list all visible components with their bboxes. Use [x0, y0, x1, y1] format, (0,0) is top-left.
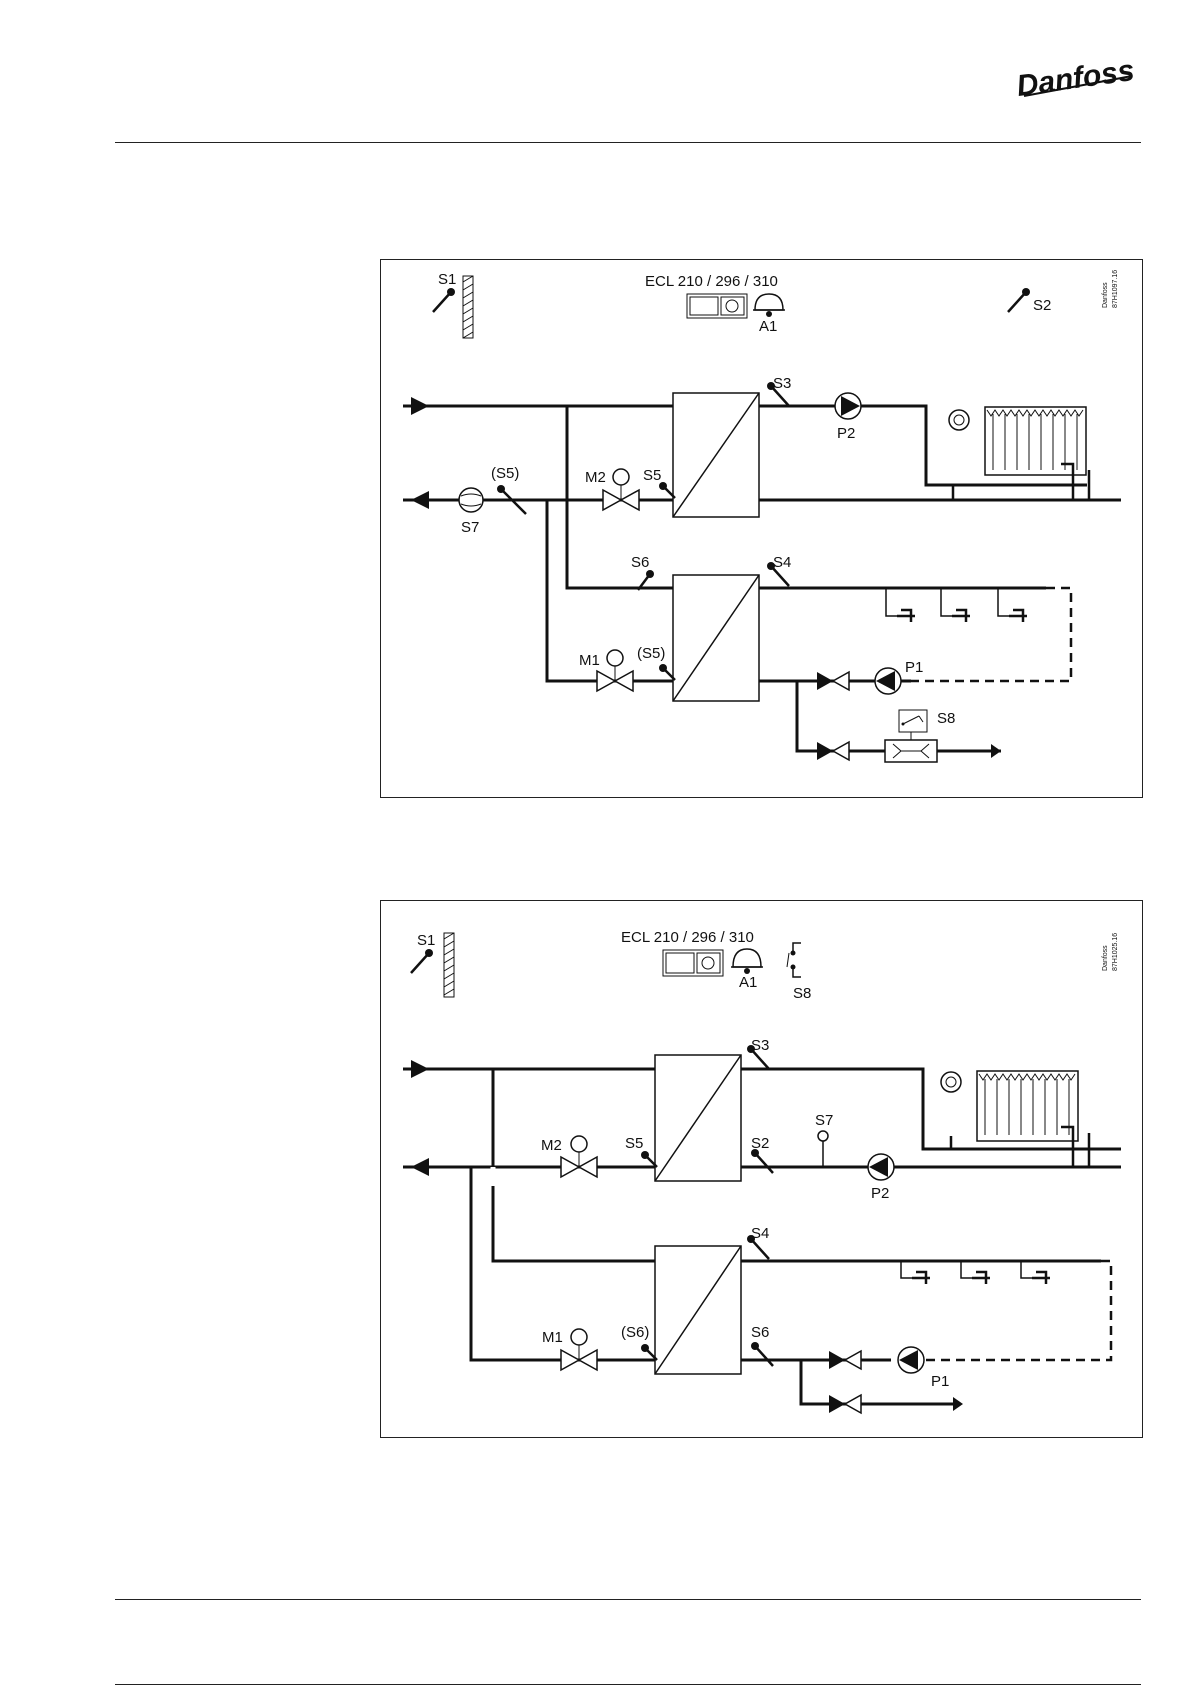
label-s8: S8 [793, 985, 811, 1002]
label-s6-paren: (S6) [621, 1324, 649, 1341]
label-s7: S7 [461, 519, 479, 536]
diagram-1-canvas: Danfoss 87H1097.16 S1 ECL 210 / 296 / 31… [381, 260, 1142, 797]
tap-icon [912, 1272, 930, 1284]
label-a1: A1 [759, 318, 777, 335]
motor-valve-m1 [561, 1329, 597, 1370]
room-sensor-s2 [1008, 288, 1030, 312]
label-p1: P1 [931, 1373, 949, 1390]
tap-icon [897, 610, 915, 622]
motor-valve-m1 [597, 650, 633, 691]
label-p2: P2 [871, 1185, 889, 1202]
label-p2: P2 [837, 425, 855, 442]
return-arrow-icon [411, 491, 429, 509]
supply-arrow-icon [411, 397, 429, 415]
label-s1: S1 [417, 932, 435, 949]
label-s3: S3 [751, 1037, 769, 1054]
label-s3: S3 [773, 375, 791, 392]
label-m1: M1 [542, 1329, 563, 1346]
diagram-2-canvas: Danfoss 87H1025.16 S1 ECL 210 / 296 / 31… [381, 901, 1142, 1437]
drawing-brand: Danfoss [1102, 945, 1109, 971]
radiator-icon [949, 407, 1086, 475]
pump-p1 [875, 668, 901, 694]
label-m1: M1 [579, 652, 600, 669]
tap-icon [1009, 610, 1027, 622]
label-p1: P1 [905, 659, 923, 676]
drawing-brand: Danfoss [1102, 282, 1109, 308]
flow-meter-s7 [459, 488, 483, 512]
label-s1: S1 [438, 271, 456, 288]
switch-s8 [787, 943, 801, 977]
controller-title: ECL 210 / 296 / 310 [621, 929, 754, 946]
pipework [403, 406, 1121, 751]
check-valve-icon [817, 742, 849, 760]
radiator-icon [941, 1071, 1078, 1141]
check-valve-icon [829, 1395, 861, 1413]
heat-exchanger-dhw [673, 575, 759, 701]
drawing-code: 87H1025.16 [1112, 933, 1119, 971]
controller-icon [687, 294, 747, 318]
pump-p1 [898, 1347, 924, 1373]
drawing-code: 87H1097.16 [1112, 270, 1119, 308]
tap-icon [952, 610, 970, 622]
flow-switch-s8 [885, 710, 937, 762]
label-s5-paren: (S5) [491, 465, 519, 482]
heat-exchanger-heating [655, 1055, 741, 1181]
label-s4: S4 [751, 1225, 769, 1242]
label-a1: A1 [739, 974, 757, 991]
sensor-s7 [818, 1131, 828, 1141]
tap-icon [972, 1272, 990, 1284]
check-valve-icon [817, 672, 849, 690]
label-s6: S6 [631, 554, 649, 571]
alarm-bell-icon [753, 294, 785, 317]
label-s5-paren-2: (S5) [637, 645, 665, 662]
header-rule [115, 142, 1141, 143]
footer-rule [115, 1599, 1141, 1600]
return-arrow-icon [411, 1158, 429, 1176]
pump-p2 [835, 393, 861, 419]
label-s5: S5 [643, 467, 661, 484]
hydraulic-diagram-2: Danfoss 87H1025.16 S1 ECL 210 / 296 / 31… [380, 900, 1143, 1438]
heat-exchanger-dhw [655, 1246, 741, 1374]
label-s5: S5 [625, 1135, 643, 1152]
controller-icon [663, 950, 723, 976]
hydraulic-diagram-1: Danfoss 87H1097.16 S1 ECL 210 / 296 / 31… [380, 259, 1143, 798]
sensor-s2 [751, 1149, 773, 1173]
label-s2: S2 [751, 1135, 769, 1152]
label-s4: S4 [773, 554, 791, 571]
inlet-arrow-icon [991, 744, 1001, 758]
label-s6: S6 [751, 1324, 769, 1341]
danfoss-logo: Danfoss [1018, 52, 1138, 107]
label-s8: S8 [937, 710, 955, 727]
inlet-arrow-icon [953, 1397, 963, 1411]
controller-title: ECL 210 / 296 / 310 [645, 273, 778, 290]
check-valve-icon [829, 1351, 861, 1369]
alarm-bell-icon [731, 949, 763, 974]
label-s2: S2 [1033, 297, 1051, 314]
pump-p2 [868, 1154, 894, 1180]
label-m2: M2 [585, 469, 606, 486]
supply-arrow-icon [411, 1060, 429, 1078]
tap-icon [1032, 1272, 1050, 1284]
motor-valve-m2 [561, 1136, 597, 1177]
label-s7: S7 [815, 1112, 833, 1129]
motor-valve-m2 [603, 469, 639, 510]
heat-exchanger-heating [673, 393, 759, 517]
sensor-s6 [751, 1342, 773, 1366]
label-m2: M2 [541, 1137, 562, 1154]
